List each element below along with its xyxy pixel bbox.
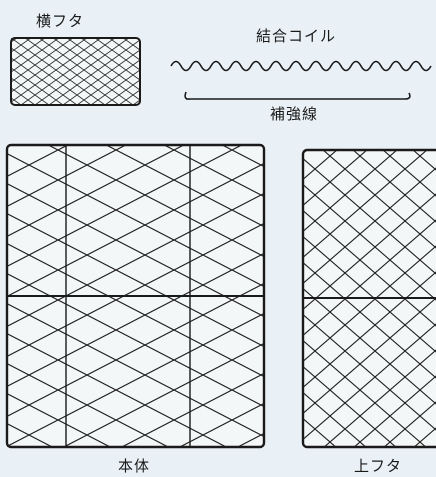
side-lid-panel bbox=[10, 37, 141, 106]
top-lid-panel bbox=[301, 148, 436, 449]
coupling-coil-label: 結合コイル bbox=[255, 27, 337, 45]
main-body-panel bbox=[5, 143, 266, 449]
side-lid-label: 横フタ bbox=[35, 12, 85, 30]
coupling-coil bbox=[170, 60, 432, 72]
main-body-label: 本体 bbox=[117, 457, 151, 475]
reinforcement-wire-label: 補強線 bbox=[269, 105, 319, 123]
reinforcement-wire bbox=[184, 91, 411, 100]
top-lid-label: 上フタ bbox=[353, 457, 403, 475]
